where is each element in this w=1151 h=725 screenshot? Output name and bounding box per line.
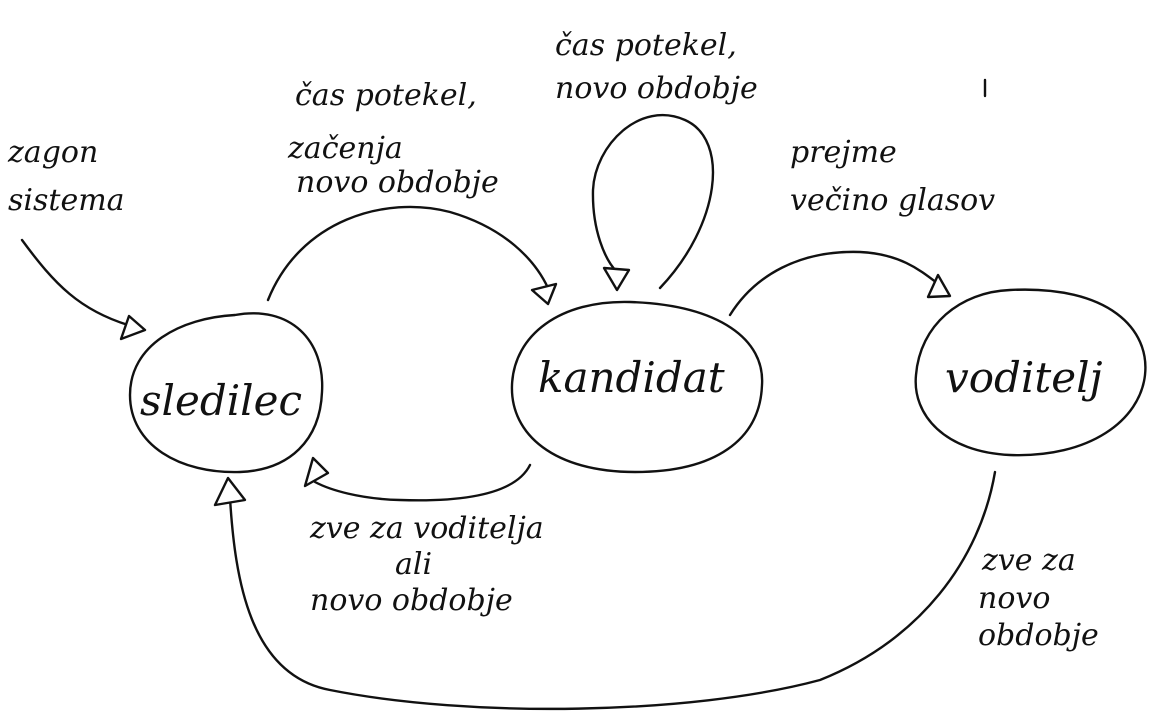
edge-f2c-label-2: začenja <box>287 131 403 166</box>
edge-f2c-label-3: novo obdobje <box>296 165 499 200</box>
edge-l2f-label-2: novo <box>978 581 1050 616</box>
state-leader: voditelj <box>914 288 1147 457</box>
edge-f2c-label-1: čas potekel, <box>295 78 477 113</box>
edge-c2l-label-2: večino glasov <box>790 183 995 218</box>
edge-leader-to-follower: zve za novo obdobje <box>213 470 1099 711</box>
edge-c2f-label-1: zve za voditelja <box>309 511 544 546</box>
edge-c2f-label-2: ali <box>395 547 432 582</box>
edge-candidate-to-follower: zve za voditelja ali novo obdobje <box>303 456 544 618</box>
edge-start-label-1: zagon <box>7 135 98 170</box>
edge-start-label-2: sistema <box>8 183 125 218</box>
state-candidate: kandidat <box>510 300 764 474</box>
edge-self-label-2: novo obdobje <box>555 71 758 106</box>
state-follower-label: sledilec <box>140 376 302 425</box>
edge-l2f-label-1: zve za <box>981 543 1076 578</box>
state-leader-label: voditelj <box>945 353 1103 402</box>
state-follower: sledilec <box>128 312 324 474</box>
edge-start: zagon sistema <box>7 135 147 341</box>
edge-follower-to-candidate: čas potekel, začenja novo obdobje <box>266 78 558 306</box>
edge-candidate-to-leader: prejme večino glasov <box>728 135 995 317</box>
edge-c2f-label-3: novo obdobje <box>310 583 513 618</box>
edge-self-label-1: čas potekel, <box>555 28 737 63</box>
edge-candidate-self: čas potekel, novo obdobje <box>555 28 758 292</box>
state-candidate-label: kandidat <box>538 353 725 402</box>
edge-c2l-label-1: prejme <box>790 135 897 170</box>
edge-l2f-label-3: obdobje <box>978 618 1099 653</box>
